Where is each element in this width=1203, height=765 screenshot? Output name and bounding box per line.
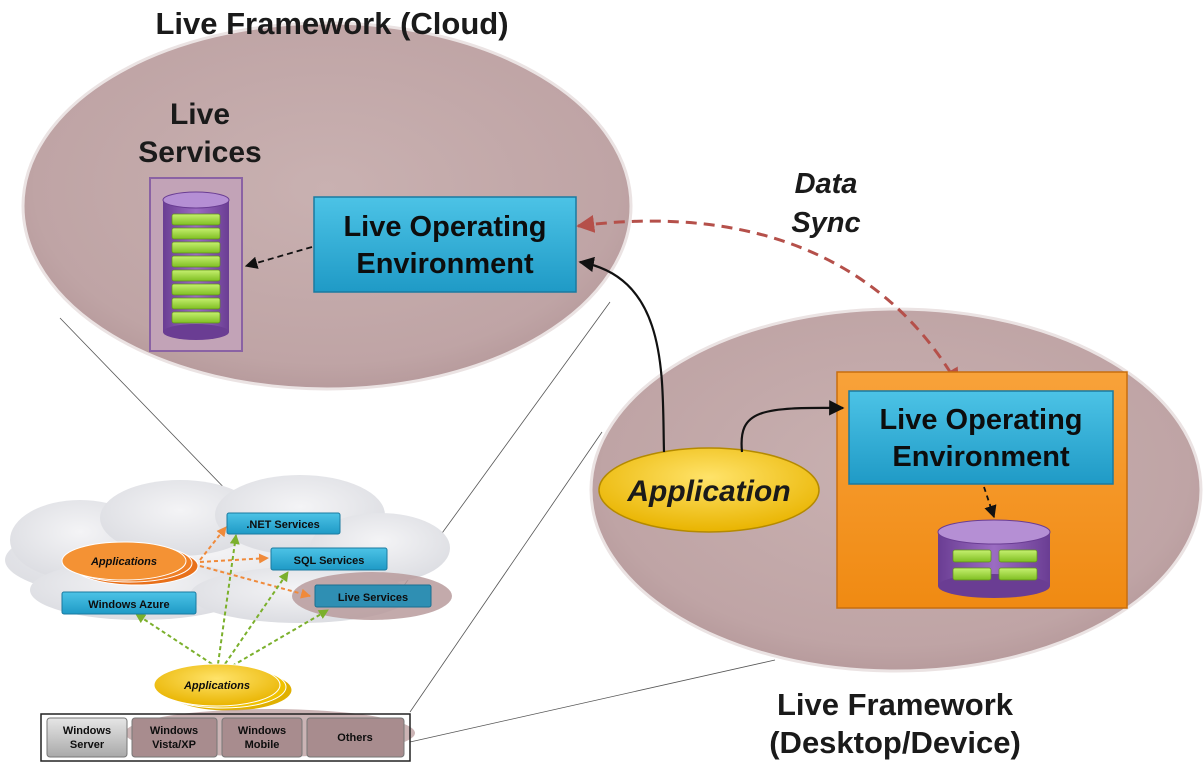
- application-label: Application: [626, 475, 790, 508]
- cloud-loe-box: [313, 196, 577, 293]
- cloud-loe-line1: Live Operating: [343, 211, 546, 243]
- live-services-label-2: Services: [138, 136, 261, 169]
- cloud-title: Live Framework (Cloud): [155, 6, 508, 41]
- device-loe-box: [848, 390, 1114, 485]
- application-node: [598, 447, 820, 533]
- windows-azure-label: Windows Azure: [88, 599, 169, 611]
- small-cloud-applications: Applications: [61, 541, 199, 586]
- platform-row: [40, 713, 411, 762]
- device-database: [937, 519, 1051, 598]
- small-dashed-arrows: [135, 526, 329, 667]
- platform-windows-server-line2: Server: [70, 739, 105, 751]
- app-to-cloud-loe-arrow: [578, 256, 666, 453]
- loe-to-db-arrow: [244, 246, 313, 269]
- small-windows-azure: Windows Azure: [61, 591, 197, 615]
- sql-services-label: SQL Services: [294, 555, 365, 567]
- platform-windows-mobile-line1: Windows: [238, 725, 286, 737]
- small-live-services-label: Live Services: [338, 592, 408, 604]
- platform-windows-mobile: Windows Mobile: [221, 717, 303, 758]
- small-sql-services: SQL Services: [270, 547, 388, 571]
- desktop-title-line2: (Desktop/Device): [769, 725, 1021, 760]
- zoom-line: [409, 659, 776, 743]
- zoom-line: [409, 431, 603, 713]
- data-sync-line2: Sync: [791, 207, 860, 239]
- live-services-database: [149, 177, 243, 352]
- small-bottom-applications-label: Applications: [183, 680, 250, 692]
- device-loe-line2: Environment: [892, 441, 1070, 473]
- platform-windows-server: Windows Server: [46, 717, 128, 758]
- desktop-title-line1: Live Framework: [777, 687, 1014, 722]
- data-sync-line1: Data: [795, 168, 858, 200]
- platform-windows-vista-line2: Vista/XP: [152, 739, 196, 751]
- small-live-services: Live Services: [314, 584, 432, 608]
- app-to-device-loe-arrow: [740, 400, 845, 453]
- live-services-label-1: Live: [170, 98, 230, 131]
- data-sync-arrow: [576, 214, 960, 387]
- platform-others: Others: [306, 717, 405, 758]
- cloud-loe-line2: Environment: [356, 248, 534, 280]
- platform-windows-server-line1: Windows: [63, 725, 111, 737]
- small-bottom-applications: Applications: [153, 663, 293, 712]
- platform-others-label: Others: [337, 732, 372, 744]
- platform-windows-vista: Windows Vista/XP: [131, 717, 218, 758]
- small-net-services: .NET Services: [226, 512, 341, 535]
- platform-windows-mobile-line2: Mobile: [245, 739, 280, 751]
- small-cloud-applications-label: Applications: [90, 556, 157, 568]
- disk-stack: [171, 213, 221, 324]
- platform-windows-vista-line1: Windows: [150, 725, 198, 737]
- device-loe-line1: Live Operating: [879, 404, 1082, 436]
- net-services-label: .NET Services: [246, 519, 319, 531]
